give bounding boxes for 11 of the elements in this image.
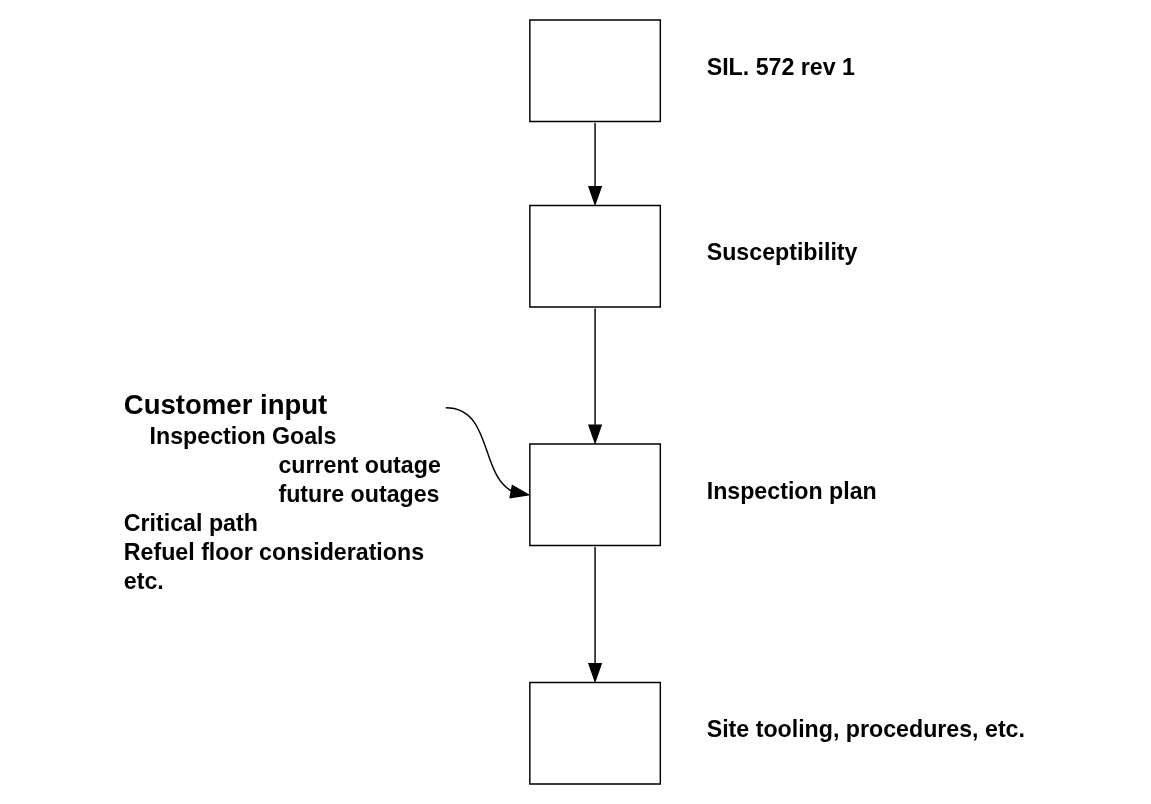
node-label: Critical path <box>123 509 258 536</box>
node-label: future outages <box>278 480 440 507</box>
node-label: Inspection plan <box>706 477 877 504</box>
node-label: Inspection Goals <box>149 422 337 449</box>
node-label: SIL. 572 rev 1 <box>706 53 855 80</box>
node-label: current outage <box>278 451 441 478</box>
node-label: Susceptibility <box>706 239 858 266</box>
node-text: Customer input <box>123 388 328 420</box>
node-label: Refuel floor considerations <box>123 538 425 565</box>
node-label: etc. <box>123 567 164 594</box>
node-label: Site tooling, procedures, etc. <box>706 716 1025 743</box>
